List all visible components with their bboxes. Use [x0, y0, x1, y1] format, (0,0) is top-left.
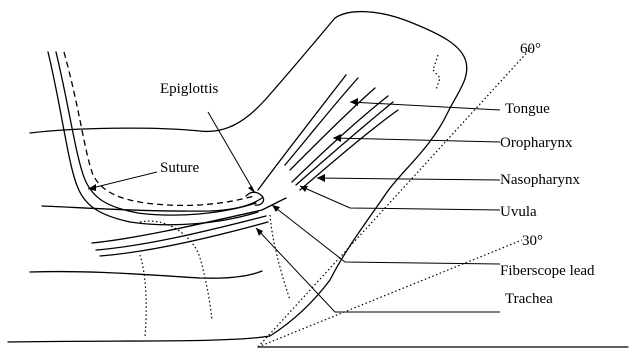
- label-fiberscope-lead: Fiberscope lead: [500, 264, 595, 279]
- head-outline: [8, 12, 467, 342]
- label-tongue: Tongue: [505, 102, 550, 117]
- fiberscope-outer: [48, 52, 258, 225]
- neck-dotted-left: [140, 255, 146, 336]
- label-angle-60: 60°: [520, 42, 541, 57]
- head-detail: [433, 55, 440, 90]
- label-uvula: Uvula: [500, 205, 537, 220]
- neck-line-upper: [42, 198, 262, 211]
- oropharynx-line-1: [290, 88, 375, 170]
- tongue-line-2: [285, 78, 358, 165]
- neck-line-lower: [30, 271, 262, 278]
- label-trachea: Trachea: [505, 292, 553, 307]
- neck-dotted-mid: [140, 221, 212, 320]
- label-nasopharynx: Nasopharynx: [500, 173, 580, 188]
- neck-dotted-right: [270, 215, 290, 300]
- trachea-lower: [96, 216, 266, 250]
- label-angle-30: 30°: [522, 234, 543, 249]
- label-oropharynx: Oropharynx: [500, 136, 572, 151]
- nasopharynx-line-1: [296, 102, 393, 185]
- label-suture: Suture: [160, 161, 199, 176]
- fiberscope-inner: [56, 52, 256, 215]
- angle-line-60: [258, 46, 533, 347]
- angle-line-30: [258, 240, 522, 347]
- label-epiglottis: Epiglottis: [160, 82, 218, 97]
